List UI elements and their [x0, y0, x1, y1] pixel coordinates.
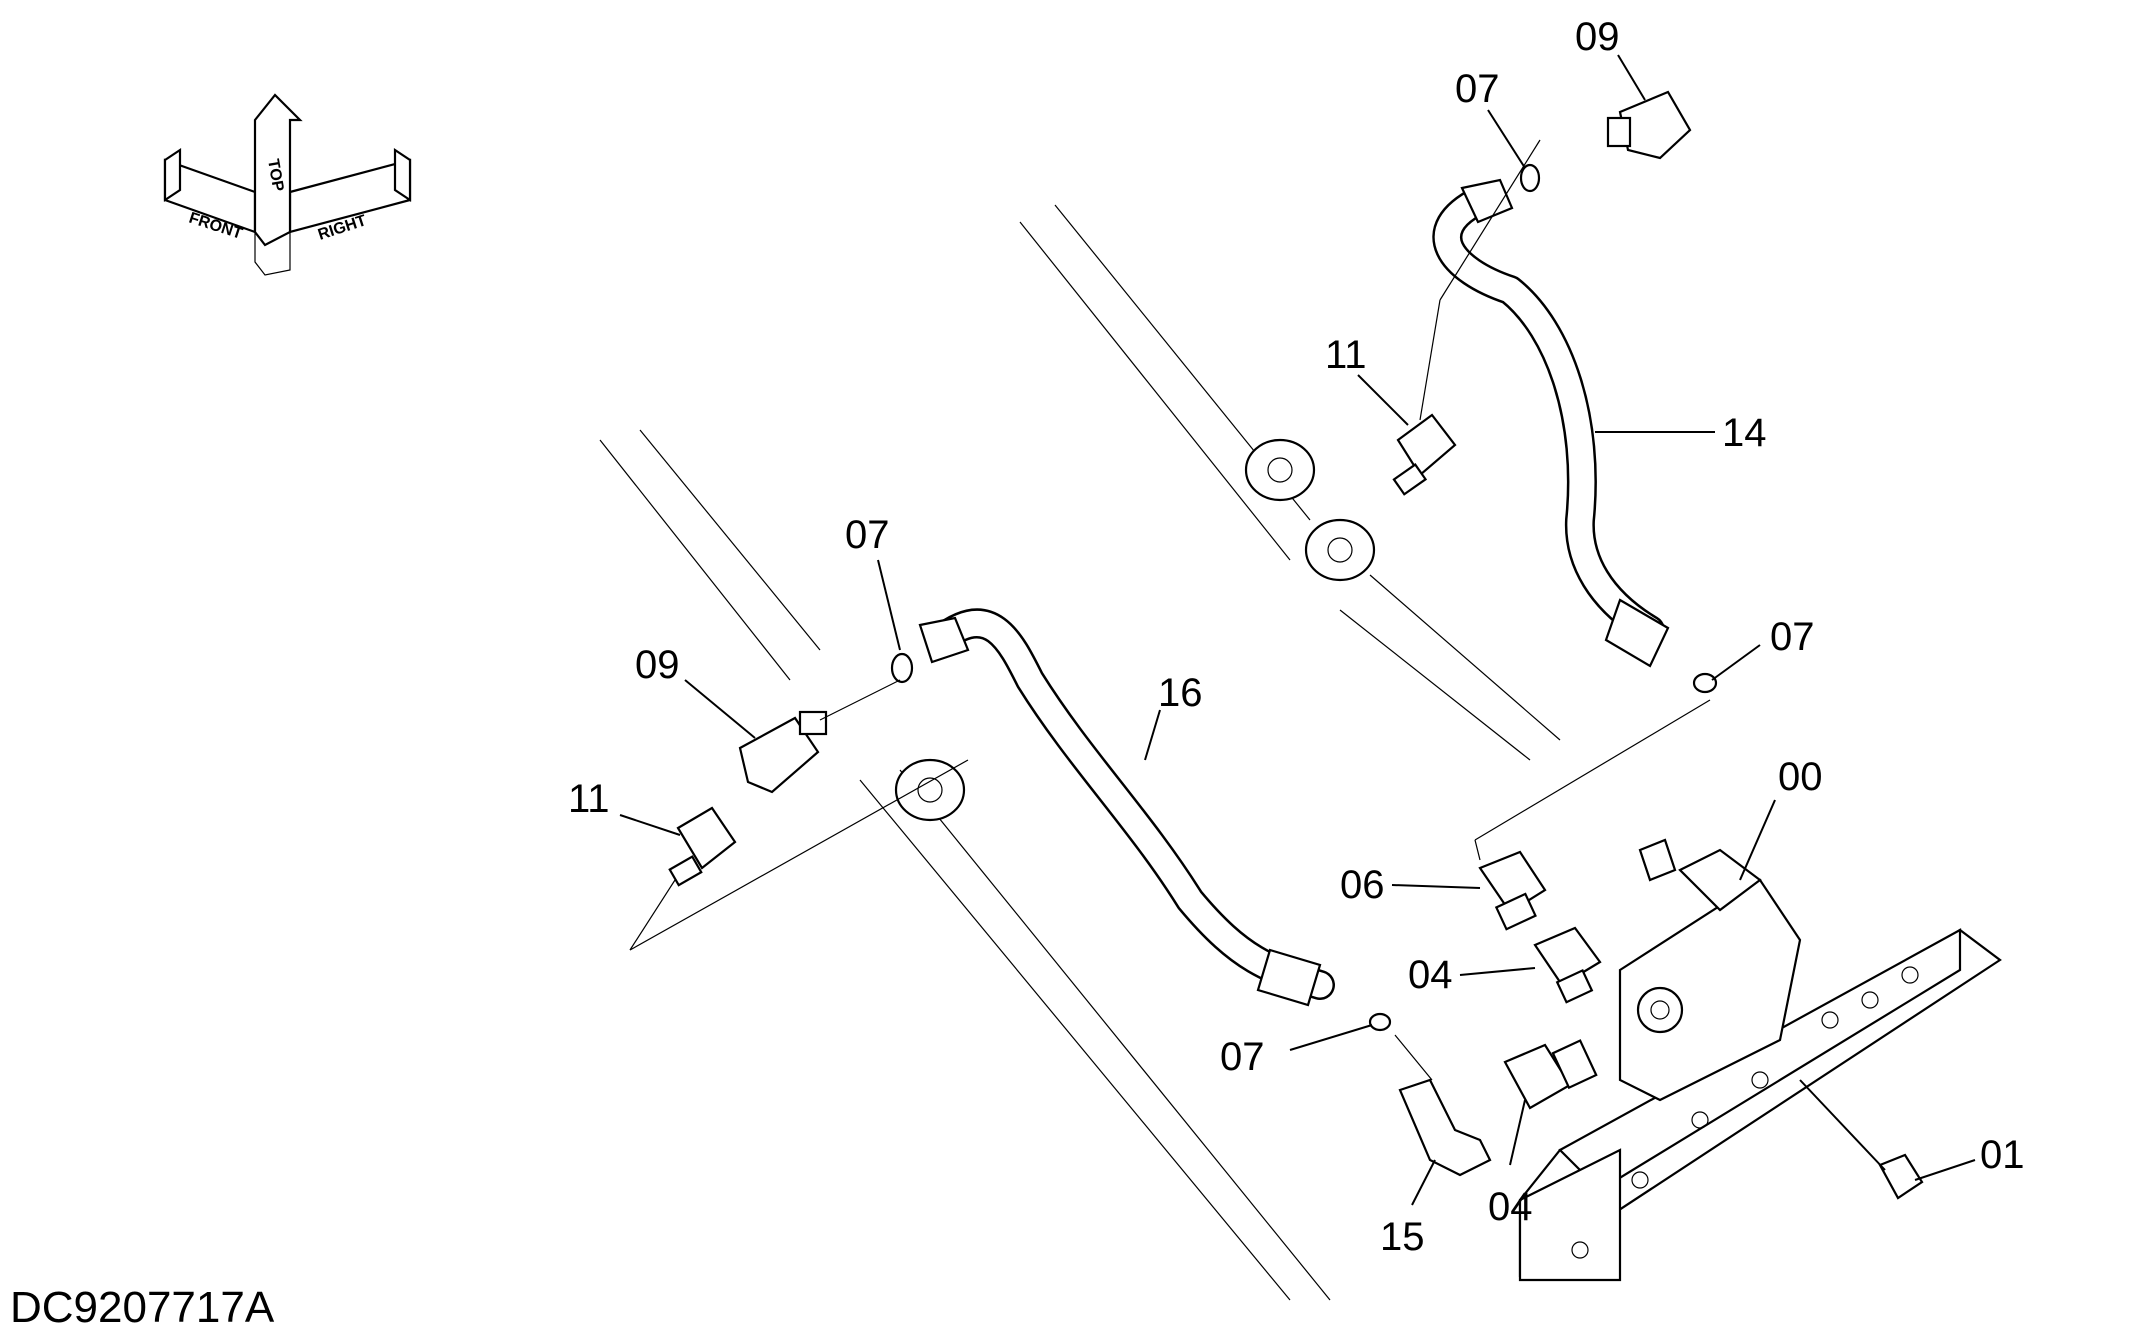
valve-assembly-00: [1618, 838, 1802, 1102]
callout-04-upper: 04: [1408, 953, 1453, 997]
adapter-11-upper: [1392, 413, 1457, 496]
connector-04-upper: [1533, 926, 1602, 1004]
callout-labels: 09 07 11 14 07 09 11 07 16 07 00 06 04 0…: [568, 15, 2025, 1259]
orientation-top-label: TOP: [264, 158, 286, 193]
boom-upper: [1019, 204, 1561, 761]
o-ring-07-lower: [1368, 1012, 1392, 1032]
callout-06: 06: [1340, 863, 1385, 907]
callout-01: 01: [1980, 1133, 2025, 1177]
connector-06: [1478, 850, 1547, 931]
callout-11-left: 11: [568, 777, 610, 821]
elbow-15: [1398, 1078, 1492, 1177]
callout-16: 16: [1158, 671, 1203, 715]
callout-07-left: 07: [845, 513, 890, 557]
elbow-fitting-09-left: [738, 710, 828, 794]
document-code: DC9207717A: [10, 1283, 275, 1332]
callout-07-right: 07: [1770, 615, 1815, 659]
callout-11-upper: 11: [1325, 333, 1367, 377]
bolt-01: [1799, 1079, 1924, 1200]
callout-14: 14: [1722, 411, 1767, 455]
hose-14: [1432, 178, 1670, 668]
boom-lower: [599, 429, 1331, 1301]
o-ring-07-right: [1692, 672, 1718, 694]
callout-09-upper: 09: [1575, 15, 1620, 59]
adapter-11-left: [668, 806, 737, 887]
orientation-indicator: FRONT TOP RIGHT: [163, 93, 412, 276]
callout-00: 00: [1778, 755, 1823, 799]
o-ring-07-upper: [1519, 163, 1541, 193]
connector-04-lower: [1503, 1039, 1598, 1110]
o-ring-07-left: [890, 652, 914, 684]
leader-lines: [619, 54, 1976, 1206]
hose-16: [918, 608, 1335, 1007]
callout-07-upper: 07: [1455, 67, 1500, 111]
elbow-fitting-09-upper: [1606, 90, 1692, 160]
callout-09-left: 09: [635, 643, 680, 687]
mounting-bracket: [1518, 928, 2002, 1282]
callout-15: 15: [1380, 1215, 1425, 1259]
callout-07-lower: 07: [1220, 1035, 1265, 1079]
callout-04-lower: 04: [1488, 1185, 1533, 1229]
